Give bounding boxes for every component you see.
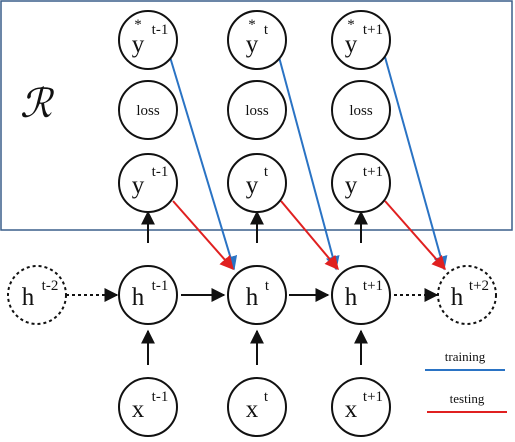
region-label: ℛ: [20, 81, 55, 127]
svg-text:t+1: t+1: [363, 389, 383, 405]
node-ystar-prev: y * t-1: [118, 10, 178, 70]
svg-text:h: h: [246, 284, 259, 311]
node-loss-prev: loss: [118, 80, 178, 140]
node-h-next2: h t+2: [437, 265, 497, 325]
node-x-next: x t+1: [331, 377, 391, 437]
vertical-arrows: [141, 210, 368, 365]
svg-text:t: t: [264, 164, 269, 180]
node-loss-cur: loss: [227, 80, 287, 140]
svg-text:t+1: t+1: [363, 164, 383, 180]
node-h-cur: h t: [227, 265, 287, 325]
svg-text:x: x: [246, 396, 259, 423]
svg-text:y: y: [132, 31, 145, 58]
svg-text:t: t: [264, 22, 269, 38]
svg-text:h: h: [345, 284, 358, 311]
svg-text:x: x: [132, 396, 145, 423]
svg-text:h: h: [22, 284, 35, 311]
svg-text:y: y: [345, 172, 358, 199]
node-ystar-cur: y * t: [227, 10, 287, 70]
svg-text:t+2: t+2: [469, 278, 489, 294]
node-loss-next: loss: [331, 80, 391, 140]
svg-text:t-1: t-1: [152, 22, 169, 38]
svg-text:h: h: [451, 284, 464, 311]
svg-text:t-2: t-2: [42, 278, 59, 294]
svg-text:*: *: [248, 17, 256, 33]
svg-text:y: y: [345, 31, 358, 58]
svg-text:t-1: t-1: [152, 278, 169, 294]
legend: training testing: [425, 349, 507, 413]
node-h-prev2: h t-2: [7, 265, 67, 325]
svg-text:t: t: [264, 389, 269, 405]
legend-testing-label: testing: [450, 391, 485, 406]
svg-text:*: *: [134, 17, 142, 33]
svg-text:y: y: [246, 172, 259, 199]
svg-text:loss: loss: [349, 103, 373, 119]
node-x-prev: x t-1: [118, 377, 178, 437]
svg-text:t: t: [265, 278, 270, 294]
node-y-cur: y t: [227, 153, 287, 213]
node-ystar-next: y * t+1: [331, 10, 391, 70]
svg-text:t-1: t-1: [152, 164, 169, 180]
training-arrows: [169, 56, 448, 271]
svg-text:y: y: [246, 31, 259, 58]
svg-text:y: y: [132, 172, 145, 199]
svg-text:*: *: [347, 17, 355, 33]
svg-text:t+1: t+1: [363, 278, 383, 294]
node-x-cur: x t: [227, 377, 287, 437]
svg-text:x: x: [345, 396, 358, 423]
svg-text:h: h: [132, 284, 145, 311]
node-y-next: y t+1: [331, 153, 391, 213]
node-h-next: h t+1: [331, 265, 391, 325]
node-h-prev: h t-1: [118, 265, 178, 325]
testing-arrows: [172, 200, 446, 271]
svg-text:loss: loss: [245, 103, 269, 119]
svg-text:t+1: t+1: [363, 22, 383, 38]
svg-text:loss: loss: [136, 103, 160, 119]
node-y-prev: y t-1: [118, 153, 178, 213]
legend-training-label: training: [445, 349, 486, 364]
svg-text:t-1: t-1: [152, 389, 169, 405]
